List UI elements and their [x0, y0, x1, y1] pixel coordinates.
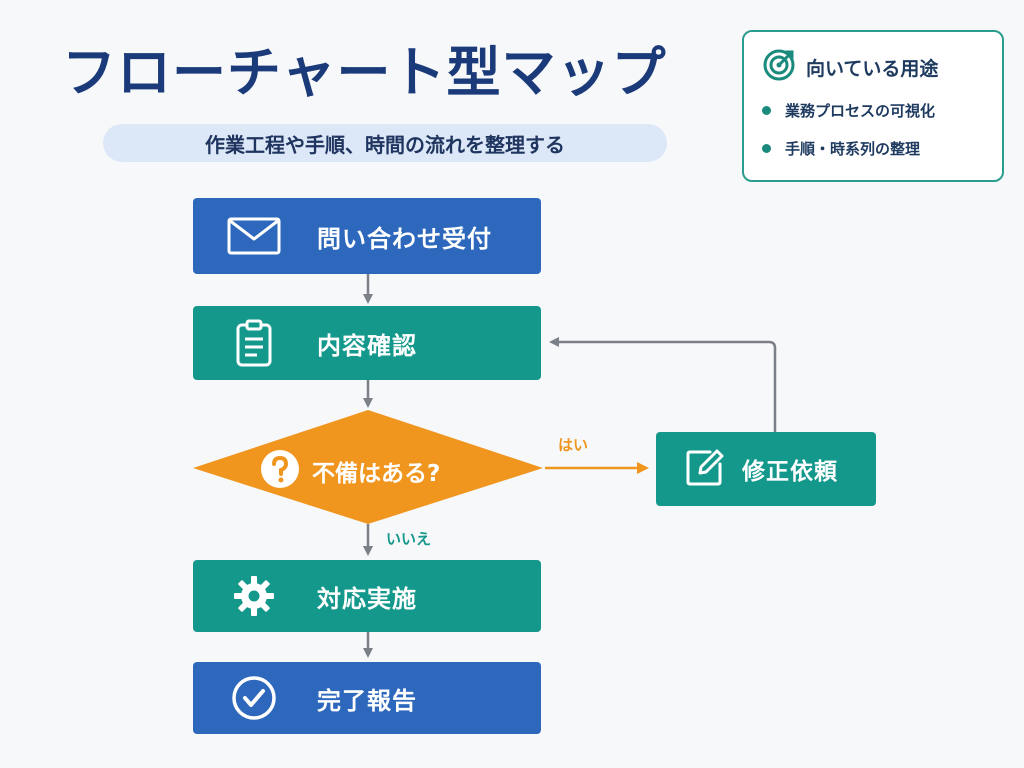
step-label: 修正依頼 — [742, 459, 838, 485]
bullet-dot — [762, 106, 771, 115]
subtitle-pill: 作業工程や手順、時間の流れを整理する — [103, 124, 667, 162]
usecase-item: 手順・時系列の整理 — [762, 138, 920, 159]
clipboard-icon — [227, 319, 281, 367]
arrow-revision-loop — [549, 337, 777, 432]
decision-node: 不備はある? — [260, 448, 440, 494]
decision-diamond — [193, 410, 543, 524]
question-icon — [260, 449, 300, 493]
step-label: 対応実施 — [317, 584, 417, 613]
check-circle-icon — [227, 676, 281, 720]
no-label: いいえ — [386, 530, 432, 548]
usecase-item-label: 業務プロセスの可視化 — [785, 102, 936, 120]
step-take-action: 対応実施 — [193, 560, 541, 632]
gear-icon — [227, 574, 281, 618]
step-revision-request: 修正依頼 — [656, 432, 876, 506]
usecase-item-label: 手順・時系列の整理 — [785, 140, 921, 158]
step-completion-report: 完了報告 — [193, 662, 541, 734]
page-title: フローチャート型マップ — [62, 41, 667, 104]
bullet-dot — [762, 144, 771, 153]
decision-label: 不備はある? — [312, 461, 441, 487]
edit-icon — [684, 446, 726, 492]
yes-label: はい — [558, 436, 589, 454]
usecase-title: 向いている用途 — [806, 57, 939, 80]
step-content-check: 内容確認 — [193, 306, 541, 380]
usecase-item: 業務プロセスの可視化 — [762, 100, 935, 121]
usecase-header: 向いている用途 — [762, 48, 938, 86]
step-label: 完了報告 — [317, 686, 417, 715]
step-inquiry-received: 問い合わせ受付 — [193, 198, 541, 274]
step-label: 内容確認 — [317, 331, 417, 360]
usecase-card: 向いている用途 業務プロセスの可視化 手順・時系列の整理 — [742, 30, 1004, 182]
target-icon — [762, 48, 796, 86]
envelope-icon — [227, 214, 281, 258]
step-label: 問い合わせ受付 — [317, 224, 492, 253]
page-subtitle: 作業工程や手順、時間の流れを整理する — [205, 132, 565, 157]
